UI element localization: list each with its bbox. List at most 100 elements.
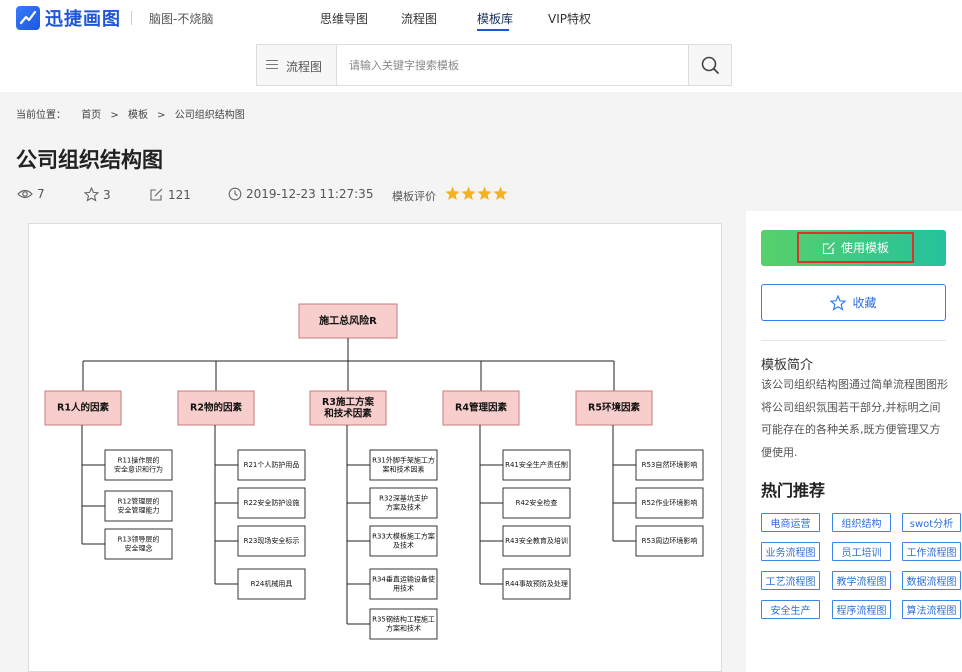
tag-item[interactable]: 教学流程图 — [832, 571, 891, 590]
search-input[interactable] — [349, 55, 679, 75]
leaf-node-label: 安全意识和行为 — [114, 465, 163, 474]
leaf-node — [237, 487, 306, 519]
leaf-node — [104, 490, 173, 522]
star-filled-icon — [493, 186, 508, 200]
leaf-node-label: 方案和技术 — [386, 624, 421, 633]
leaf-node-label: R12管理层的 — [118, 497, 160, 506]
leaf-node-label: R53周边环境影响 — [642, 536, 698, 545]
leaf-node — [369, 487, 438, 519]
tag-item[interactable]: 数据流程图 — [902, 571, 961, 590]
breadcrumb-prefix: 当前位置： — [16, 110, 66, 121]
tag-item[interactable]: 算法流程图 — [902, 600, 961, 619]
nav-flowchart[interactable]: 流程图 — [401, 12, 438, 26]
leaf-node-label: R24机械用具 — [251, 579, 293, 588]
favorite-button[interactable]: 收藏 — [761, 284, 946, 321]
tag-item[interactable]: 员工培训 — [832, 542, 891, 561]
star-filled-icon — [445, 186, 460, 200]
nav-vip[interactable]: VIP特权 — [548, 12, 591, 26]
leaf-node — [369, 608, 438, 640]
branch-node-label: R5环境因素 — [588, 402, 640, 414]
star-filled-icon — [461, 186, 476, 200]
clock-icon — [228, 187, 242, 201]
search-category-select[interactable]: 流程图 — [257, 45, 337, 85]
branch-node-label: 和技术因素 — [323, 407, 372, 419]
menu-icon — [266, 60, 278, 69]
breadcrumb-current: 公司组织结构图 — [174, 110, 245, 121]
sidebar: 使用模板 收藏 模板简介 该公司组织结构图通过简单流程图图形将公司组织氛围若干部… — [746, 211, 962, 672]
star-filled-icon — [477, 186, 492, 200]
edit-icon — [822, 241, 835, 254]
leaf-node-label: R22安全防护设施 — [244, 498, 300, 507]
leaf-node-label: 用技术 — [393, 584, 414, 593]
leaf-node — [369, 568, 438, 600]
brand-name: 迅捷画图 — [45, 9, 121, 30]
intro-text: 该公司组织结构图通过简单流程图图形将公司组织氛围若干部分,并标明之间可能存在的各… — [761, 378, 948, 459]
leaf-node-label: 及技术 — [393, 541, 414, 550]
edit-icon — [150, 188, 163, 201]
leaf-node-label: R52作业环境影响 — [642, 498, 698, 507]
leaf-node-label: R41安全生产责任制 — [505, 460, 568, 469]
breadcrumb-separator: > — [110, 110, 119, 121]
leaf-node — [369, 525, 438, 557]
leaf-node-label: R35钢结构工程施工 — [372, 615, 435, 624]
use-template-highlight: 使用模板 — [797, 232, 914, 263]
page-title: 公司组织结构图 — [16, 148, 163, 172]
favorite-label: 收藏 — [852, 296, 877, 310]
leaf-node — [104, 449, 173, 481]
leaf-node-label: 安全管理能力 — [118, 506, 160, 515]
breadcrumb: 当前位置： 首页 > 模板 > 公司组织结构图 — [16, 106, 251, 121]
leaf-node-label: R31外脚手架施工方 — [372, 456, 435, 465]
leaf-node — [104, 528, 173, 560]
leaf-node — [369, 449, 438, 481]
breadcrumb-home[interactable]: 首页 — [81, 110, 102, 121]
leaf-node — [635, 487, 704, 519]
leaf-node — [237, 449, 306, 481]
like-count: 3 — [84, 187, 111, 202]
nav-mindmap[interactable]: 思维导图 — [320, 12, 369, 26]
root-node — [298, 303, 398, 339]
view-count: 7 — [17, 187, 45, 201]
branch-node-label: R4管理因素 — [455, 402, 507, 414]
leaf-node-label: R23现场安全标示 — [244, 536, 300, 545]
tag-item[interactable]: swot分析 — [902, 513, 961, 532]
leaf-node — [635, 525, 704, 557]
root-node-label: 施工总风险R — [319, 314, 377, 327]
logo-icon — [16, 6, 40, 30]
publish-date-value: 2019-12-23 11:27:35 — [246, 187, 374, 201]
branch-node — [575, 390, 653, 426]
leaf-node — [635, 449, 704, 481]
branch-node — [177, 390, 255, 426]
nav-templates[interactable]: 模板库 — [477, 12, 514, 26]
tag-item[interactable]: 电商运营 — [761, 513, 820, 532]
use-template-button[interactable]: 使用模板 — [761, 230, 946, 266]
leaf-node-label: R42安全检查 — [516, 498, 558, 507]
leaf-node-label: R11操作层的 — [118, 456, 160, 465]
leaf-node-label: 安全理念 — [125, 544, 153, 553]
leaf-node — [502, 487, 571, 519]
tag-item[interactable]: 业务流程图 — [761, 542, 820, 561]
nav-active-indicator — [477, 29, 509, 31]
leaf-node-label: R34垂直运输设备使 — [372, 575, 435, 584]
publish-date: 2019-12-23 11:27:35 — [228, 187, 373, 201]
branch-node-label: R3施工方案 — [322, 396, 374, 408]
view-count-value: 7 — [37, 187, 45, 201]
tag-item[interactable]: 工艺流程图 — [761, 571, 820, 590]
branch-node — [442, 390, 520, 426]
tag-item[interactable]: 安全生产 — [761, 600, 820, 619]
star-outline-icon — [84, 187, 99, 202]
leaf-node-label: R33大模板施工方案 — [372, 532, 435, 541]
tag-item[interactable]: 程序流程图 — [832, 600, 891, 619]
rating-label: 模板评价 — [392, 190, 436, 203]
brand-logo[interactable]: 迅捷画图 — [16, 5, 121, 31]
tag-item[interactable]: 组织结构 — [832, 513, 891, 532]
breadcrumb-templates[interactable]: 模板 — [127, 110, 148, 121]
leaf-node — [237, 568, 306, 600]
search-button[interactable] — [688, 45, 731, 85]
star-outline-icon — [830, 294, 847, 311]
search-bar: 流程图 — [256, 44, 732, 86]
leaf-node — [502, 449, 571, 481]
intro-title: 模板简介 — [761, 358, 814, 373]
leaf-node-label: 案和技术因素 — [383, 465, 425, 474]
tag-item[interactable]: 工作流程图 — [902, 542, 961, 561]
